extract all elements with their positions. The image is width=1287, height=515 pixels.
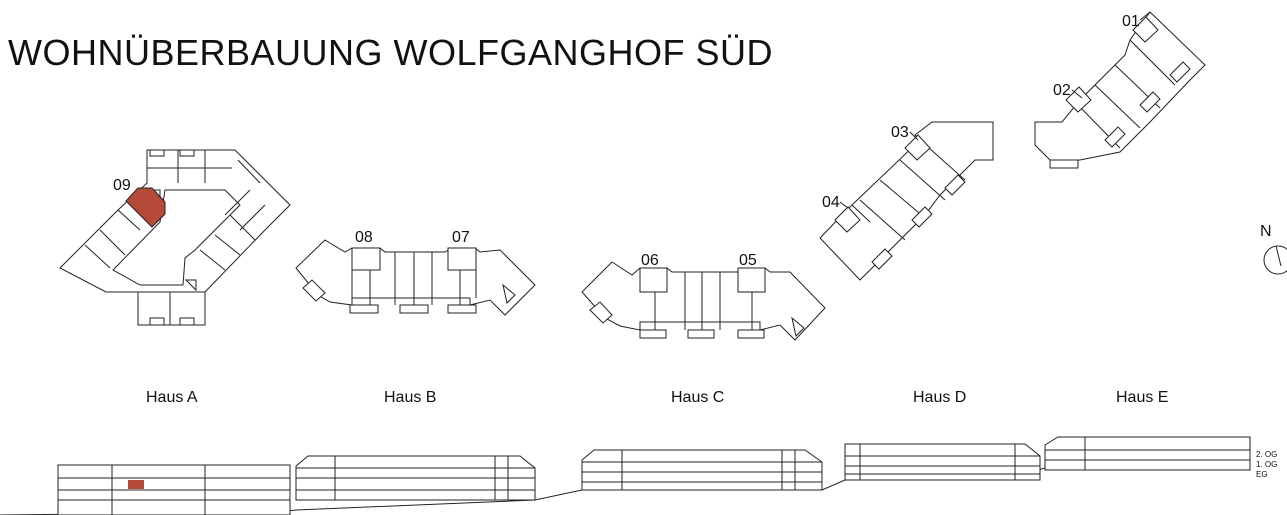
unit-09-elevation-highlight[interactable] (128, 480, 144, 489)
haus-a-plan[interactable] (59, 149, 291, 326)
haus-b-plan[interactable] (295, 239, 536, 316)
compass-north-label: N (1260, 223, 1272, 240)
haus-b-elevation[interactable] (295, 455, 536, 501)
haus-d-plan[interactable] (819, 121, 994, 281)
compass-circle (1263, 245, 1287, 275)
house-label-e: Haus E (1116, 389, 1168, 406)
unit-label-09: 09 (113, 177, 131, 194)
compass: N (1260, 223, 1287, 275)
haus-a-elevation[interactable] (57, 464, 291, 515)
unit-label-08: 08 (355, 229, 373, 246)
house-label-b: Haus B (384, 389, 436, 406)
floor-label-2og: 2. OG (1256, 450, 1277, 459)
unit-label-06: 06 (641, 252, 659, 269)
house-label-d: Haus D (913, 389, 966, 406)
unit-label-07: 07 (452, 229, 470, 246)
page-title: WOHNÜBERBAUUNG WOLFGANGHOF SÜD (8, 32, 774, 73)
floor-label-eg: EG (1256, 470, 1268, 479)
unit-label-04: 04 (822, 194, 840, 211)
haus-e-elevation[interactable] (1044, 436, 1251, 471)
haus-d-elevation[interactable] (844, 443, 1041, 481)
floor-label-1og: 1. OG (1256, 460, 1277, 469)
elevation: 2. OG 1. OG EG (0, 436, 1277, 515)
haus-e-plan[interactable] (1034, 11, 1206, 169)
haus-c-plan[interactable] (581, 261, 826, 341)
house-label-a: Haus A (146, 389, 198, 406)
unit-label-03: 03 (891, 124, 909, 141)
unit-label-05: 05 (739, 252, 757, 269)
unit-09-highlight[interactable] (125, 187, 166, 228)
haus-c-elevation[interactable] (581, 449, 823, 491)
unit-label-01: 01 (1122, 13, 1140, 30)
unit-label-02: 02 (1053, 82, 1071, 99)
house-label-c: Haus C (671, 389, 724, 406)
